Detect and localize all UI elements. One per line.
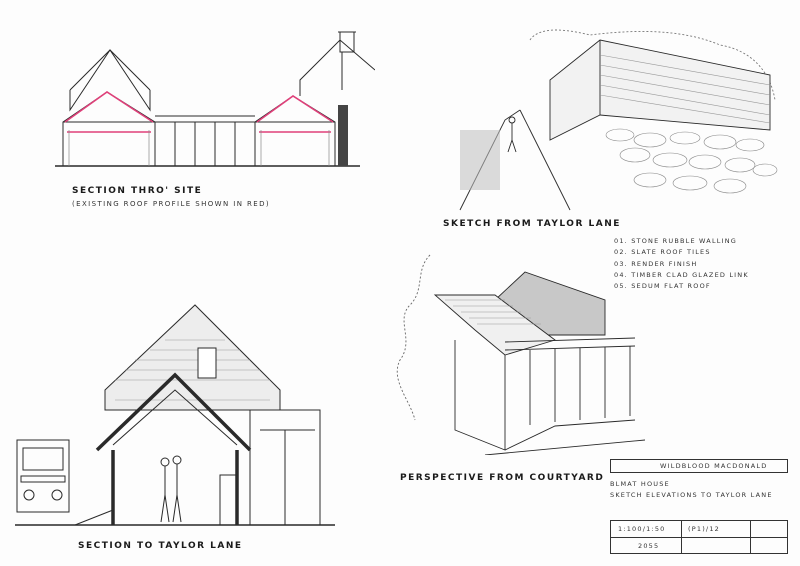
title-block-row-divider: [610, 537, 788, 538]
section-thro-site-title: Section Thro' Site: [72, 186, 203, 196]
drawing-scale: 1:100/1:50: [618, 525, 666, 533]
legend-item: 03. Render finish: [614, 259, 698, 268]
legend-item: 05. Sedum flat roof: [614, 282, 711, 291]
sketch-from-taylor-lane-title: Sketch from Taylor Lane: [443, 219, 621, 229]
section-to-taylor-lane-drawing: [15, 304, 335, 526]
perspective-from-courtyard-title: Perspective from Courtyard: [400, 473, 605, 483]
drawing-revision: (P1)/12: [688, 525, 720, 533]
title-block-col-divider: [750, 520, 751, 554]
legend-item: 01. Stone rubble walling: [614, 237, 738, 245]
drawing-number: 2055: [638, 542, 660, 550]
materials-legend: 01. Stone rubble walling 02. Slate roof …: [614, 236, 749, 292]
section-thro-site-subtitle: (Existing roof profile shown in red): [72, 200, 270, 208]
perspective-from-courtyard-drawing: [396, 254, 645, 455]
drawing-title: Sketch elevations to Taylor Lane: [610, 491, 773, 499]
sketch-from-taylor-lane-drawing: [459, 29, 778, 211]
section-thro-site-drawing: [55, 31, 375, 167]
title-block-col-divider: [681, 520, 682, 554]
legend-item: 02. Slate roof tiles: [614, 248, 711, 257]
title-block-architect-box: [610, 459, 788, 473]
legend-item: 04. Timber clad glazed link: [614, 270, 749, 279]
project-name: Blmat House: [610, 480, 670, 488]
section-to-taylor-lane-title: Section to Taylor Lane: [78, 541, 243, 551]
architect-name: Wildblood Macdonald: [660, 462, 768, 470]
